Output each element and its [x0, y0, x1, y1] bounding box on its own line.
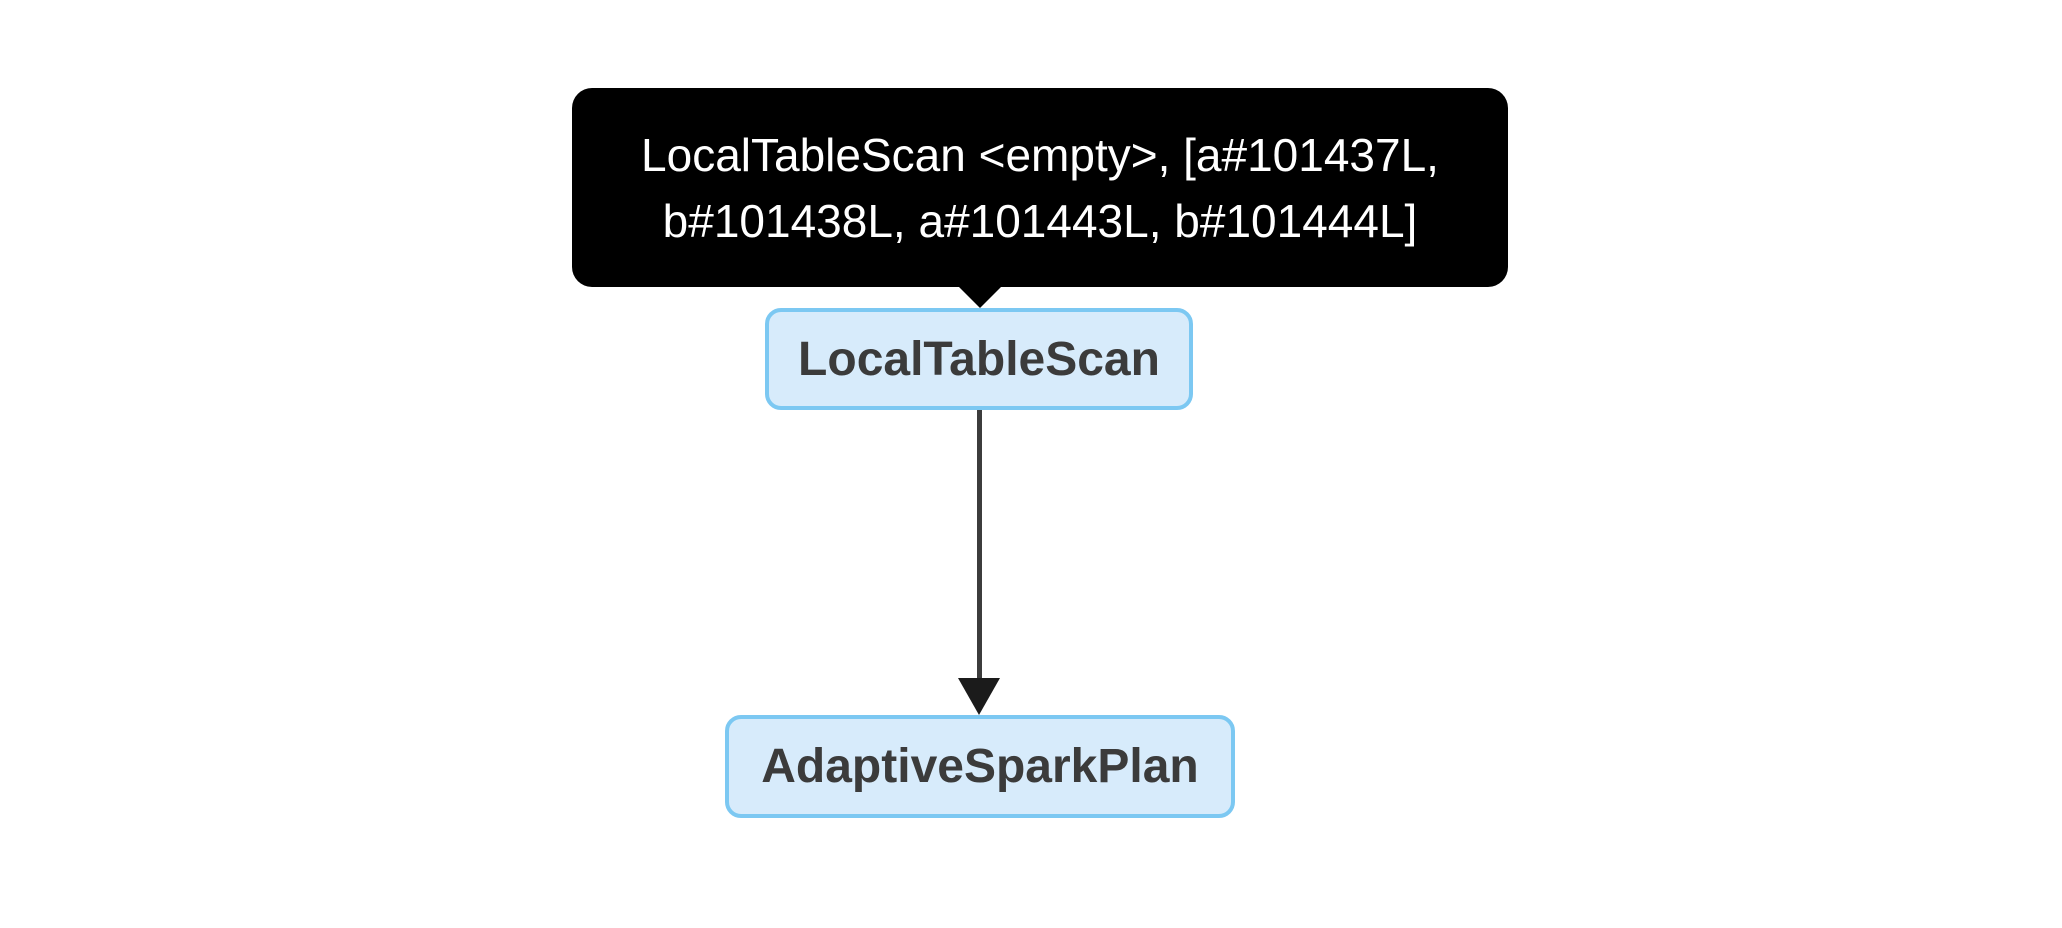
edge-arrowhead-icon: [958, 678, 1000, 715]
tooltip-text-line: LocalTableScan <empty>, [a#101437L,: [641, 128, 1439, 181]
plan-node-localtablescan[interactable]: LocalTableScan: [765, 308, 1193, 410]
tooltip-caret-icon: [958, 286, 1002, 308]
plan-node-adaptivesparkplan[interactable]: AdaptiveSparkPlan: [725, 715, 1235, 818]
plan-node-label: LocalTableScan: [798, 332, 1160, 386]
tooltip-text-line: b#101438L, a#101443L, b#101444L]: [662, 194, 1418, 247]
plan-node-label: AdaptiveSparkPlan: [761, 740, 1199, 793]
node-tooltip: LocalTableScan <empty>, [a#101437L, b#10…: [572, 88, 1508, 287]
edge-line: [977, 410, 982, 680]
